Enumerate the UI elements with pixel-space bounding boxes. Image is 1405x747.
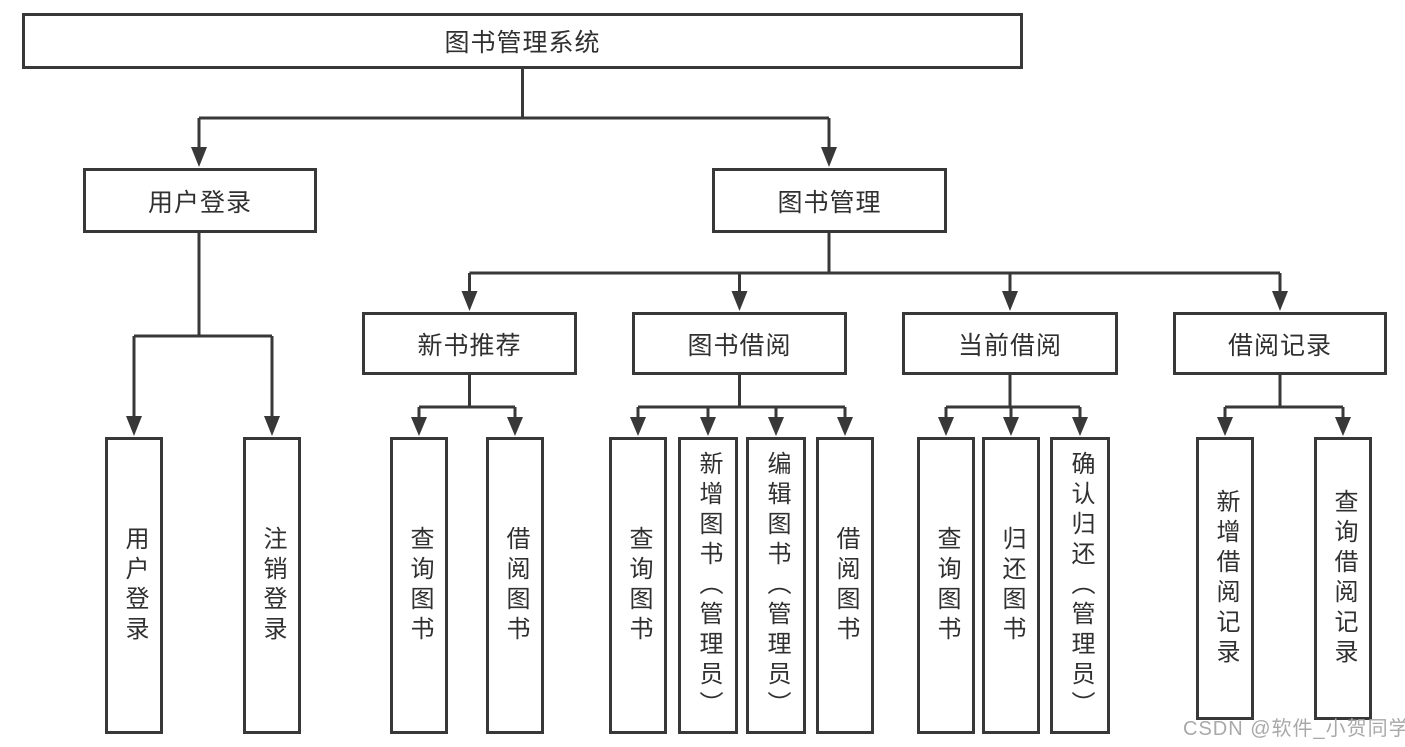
leaf-logout: 注销登录	[243, 437, 301, 734]
node-current-borrow: 当前借阅	[902, 312, 1118, 375]
leaf-return-book: 归还图书	[982, 437, 1040, 734]
node-root-system: 图书管理系统	[22, 13, 1023, 69]
node-user-login: 用户登录	[83, 168, 317, 233]
csdn-watermark: CSDN @软件_小贺同学	[1183, 718, 1405, 740]
node-borrow-record: 借阅记录	[1173, 312, 1387, 375]
node-book-management: 图书管理	[712, 168, 947, 233]
leaf-query-borrow-record: 查询借阅记录	[1314, 437, 1372, 720]
leaf-confirm-return-admin: 确认归还（管理员）	[1050, 437, 1110, 734]
leaf-user-login: 用户登录	[105, 437, 163, 734]
leaf-query-books-current: 查询图书	[917, 437, 975, 734]
leaf-add-book-admin: 新增图书（管理员）	[678, 437, 738, 734]
node-book-borrow: 图书借阅	[632, 312, 847, 375]
leaf-add-borrow-record: 新增借阅记录	[1196, 437, 1254, 720]
leaf-borrow-books-recommend: 借阅图书	[486, 437, 544, 734]
node-new-book-recommend: 新书推荐	[362, 312, 577, 375]
leaf-edit-book-admin: 编辑图书（管理员）	[746, 437, 806, 734]
leaf-query-books-recommend: 查询图书	[390, 437, 448, 734]
leaf-query-books-borrow: 查询图书	[609, 437, 667, 734]
leaf-borrow-books: 借阅图书	[816, 437, 874, 734]
